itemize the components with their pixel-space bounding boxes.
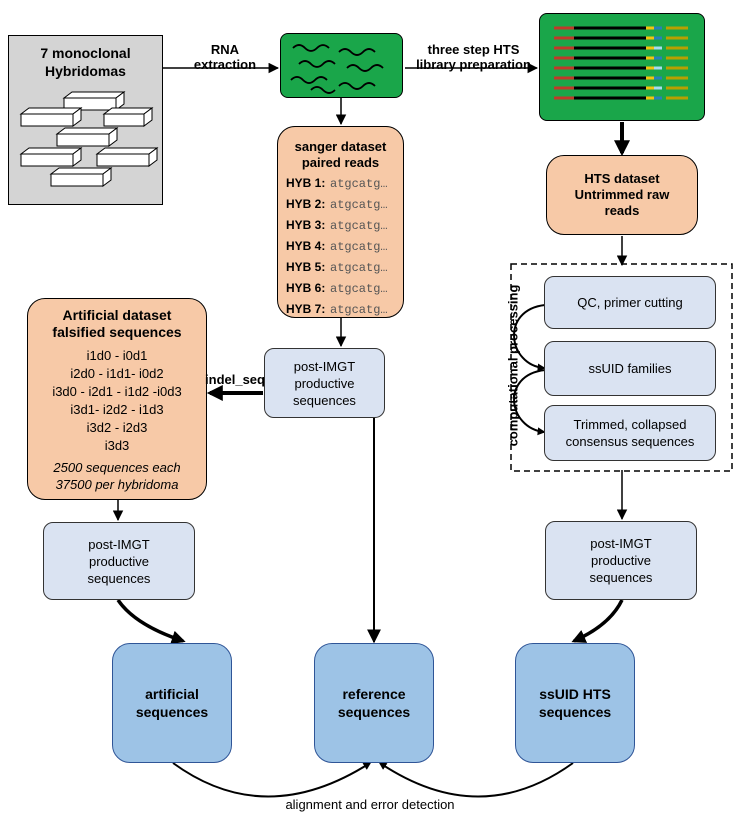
- ssuid-families-step: ssUID families: [544, 341, 716, 396]
- post-imgt-line2: productive: [591, 553, 651, 568]
- hyb-label: HYB 6:: [286, 281, 326, 295]
- hts-seq-line1: ssUID HTS: [539, 686, 611, 702]
- post-imgt-center-box: post-IMGT productive sequences: [264, 348, 385, 418]
- hts-sequences-box: ssUID HTS sequences: [515, 643, 635, 763]
- arrow-ssuid-to-trimmed: [513, 369, 546, 436]
- qc-primer-cutting-step: QC, primer cutting: [544, 276, 716, 329]
- arrow-qc-to-ssuid: [513, 304, 546, 372]
- post-imgt-line3: sequences: [589, 570, 653, 585]
- arrow-imgt-to-artificial: [116, 598, 186, 645]
- sanger-row: HYB 4: atgcatg…: [286, 236, 388, 257]
- artificial-seq-line2: sequences: [135, 704, 209, 720]
- post-imgt-line1: post-IMGT: [88, 536, 150, 552]
- post-imgt-right-box: post-IMGT productive sequences: [545, 521, 697, 600]
- combo-line: i3d3: [104, 438, 130, 453]
- hyb-label: HYB 3:: [286, 218, 326, 232]
- rna-extraction-line1: RNA: [210, 42, 240, 57]
- indel-seq-label: indel_seq: [205, 372, 265, 387]
- trimmed-consensus-step: Trimmed, collapsed consensus sequences: [544, 405, 716, 461]
- hyb-seq: atgcatg…: [330, 198, 388, 212]
- hybridomas-title-line1: 7 monoclonal: [40, 45, 131, 61]
- hyb-label: HYB 5:: [286, 260, 326, 274]
- hyb-seq: atgcatg…: [330, 219, 388, 233]
- hts-library-box: [539, 13, 705, 121]
- post-imgt-line3: sequences: [87, 570, 151, 586]
- sanger-row: HYB 7: atgcatg…: [286, 299, 388, 320]
- computational-processing-box: [510, 263, 733, 472]
- hyb-seq: atgcatg…: [330, 261, 388, 275]
- sanger-row: HYB 5: atgcatg…: [286, 257, 388, 278]
- sanger-title-line2: paired reads: [301, 155, 380, 170]
- hyb-seq: atgcatg…: [330, 282, 388, 296]
- ssuid-step-label: ssUID families: [588, 361, 672, 376]
- hybridomas-box: 7 monoclonal Hybridomas: [8, 35, 163, 205]
- post-imgt-left-box: post-IMGT productive sequences: [43, 522, 195, 600]
- artificial-sequences-box: artificial sequences: [112, 643, 232, 763]
- hts-prep-line2: library preparation: [416, 57, 531, 72]
- arrow-artificial-to-reference: [172, 762, 372, 798]
- computational-processing-label: computational processing: [505, 284, 521, 447]
- trimmed-step-label: Trimmed, collapsed consensus sequences: [565, 417, 695, 449]
- sanger-row: HYB 2: atgcatg…: [286, 194, 388, 215]
- arrow-imgt-to-hts: [571, 599, 624, 643]
- hybridoma-plates-icon: [19, 91, 159, 187]
- reference-sequences-box: reference sequences: [314, 643, 434, 763]
- combo-line: i3d2 - i2d3: [86, 420, 148, 435]
- rna-box: [280, 33, 403, 98]
- post-imgt-line3: sequences: [293, 392, 356, 408]
- artificial-title: Artificial dataset falsified sequences: [28, 307, 206, 341]
- sanger-row: HYB 1: atgcatg…: [286, 173, 388, 194]
- sanger-row: HYB 3: atgcatg…: [286, 215, 388, 236]
- hts-seq-line2: sequences: [538, 704, 612, 720]
- sanger-title: sanger dataset paired reads: [278, 139, 403, 171]
- artificial-note-line2: 37500 per hybridoma: [55, 477, 179, 492]
- hts-reads-icon: [554, 26, 688, 100]
- combo-line: i2d0 - i1d1- i0d2: [70, 366, 164, 381]
- artificial-seq-line1: artificial: [145, 686, 199, 702]
- hts-raw-line1: HTS dataset: [584, 171, 660, 186]
- hyb-label: HYB 2:: [286, 197, 326, 211]
- hybridomas-title-line2: Hybridomas: [45, 63, 126, 79]
- sanger-rows: HYB 1: atgcatg… HYB 2: atgcatg… HYB 3: atgc…: [286, 173, 388, 320]
- artificial-combos: i1d0 - i0d1 i2d0 - i1d1- i0d2 i3d0 - i2d…: [28, 347, 206, 455]
- hybridomas-title: 7 monoclonal Hybridomas: [9, 44, 162, 80]
- rna-strands-icon: [290, 44, 384, 94]
- hyb-seq: atgcatg…: [330, 177, 388, 191]
- qc-step-label: QC, primer cutting: [577, 295, 683, 310]
- post-imgt-line2: productive: [89, 553, 149, 569]
- hyb-label: HYB 4:: [286, 239, 326, 253]
- artificial-title-line2: falsified sequences: [52, 324, 182, 340]
- reference-seq-line2: sequences: [337, 704, 411, 720]
- artificial-dataset-box: Artificial dataset falsified sequences i…: [27, 298, 207, 500]
- hts-raw-line2: Untrimmed raw: [574, 187, 670, 202]
- hyb-seq: atgcatg…: [330, 303, 388, 317]
- hts-raw-line3: reads: [604, 203, 640, 218]
- alignment-caption: alignment and error detection: [285, 797, 455, 812]
- combo-line: i3d0 - i2d1 - i1d2 -i0d3: [52, 384, 182, 399]
- sanger-row: HYB 6: atgcatg…: [286, 278, 388, 299]
- artificial-title-line1: Artificial dataset: [62, 307, 172, 323]
- sanger-title-line1: sanger dataset: [294, 139, 387, 154]
- post-imgt-line1: post-IMGT: [293, 358, 356, 374]
- hyb-label: HYB 1:: [286, 176, 326, 190]
- combo-line: i3d1- i2d2 - i1d3: [70, 402, 164, 417]
- arrow-hts-to-reference: [378, 762, 574, 798]
- hyb-seq: atgcatg…: [330, 240, 388, 254]
- artificial-note-line1: 2500 sequences each: [53, 460, 181, 475]
- rna-extraction-label: RNA extraction: [180, 42, 270, 72]
- hts-prep-line1: three step HTS: [427, 42, 520, 57]
- artificial-note: 2500 sequences each 37500 per hybridoma: [28, 459, 206, 493]
- post-imgt-line2: productive: [294, 375, 355, 391]
- hts-prep-label: three step HTS library preparation: [406, 42, 541, 72]
- hyb-label: HYB 7:: [286, 302, 326, 316]
- post-imgt-line1: post-IMGT: [590, 536, 652, 551]
- combo-line: i1d0 - i0d1: [86, 348, 148, 363]
- hts-raw-dataset-box: HTS dataset Untrimmed raw reads: [546, 155, 698, 235]
- rna-extraction-line2: extraction: [193, 57, 257, 72]
- sanger-dataset-box: sanger dataset paired reads HYB 1: atgcat…: [277, 126, 404, 318]
- reference-seq-line1: reference: [342, 686, 406, 702]
